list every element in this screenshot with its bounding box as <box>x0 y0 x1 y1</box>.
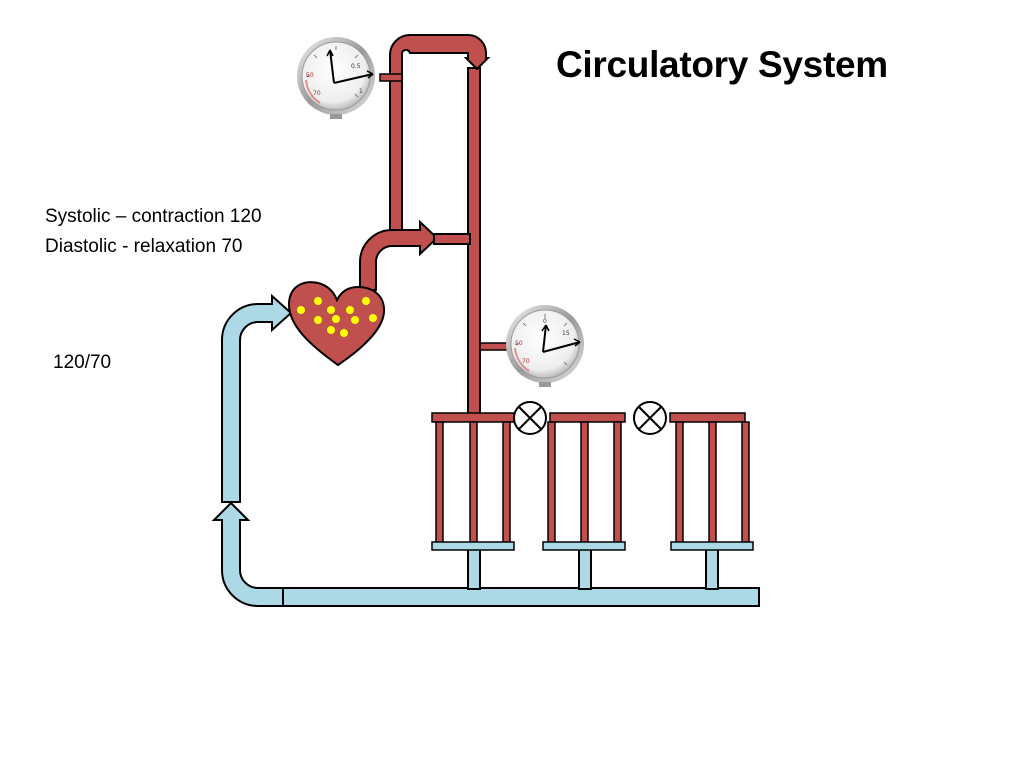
artery-heart-outflow-arrow <box>359 219 439 291</box>
valve-icon-1 <box>513 401 547 435</box>
systolic-note: Systolic – contraction 120 <box>45 206 262 227</box>
artery-top-loop-arrow <box>389 34 491 231</box>
heart-blood-dots <box>297 297 377 337</box>
pressure-gauge-top: 50 0.5 70 1 <box>297 37 375 119</box>
gauge-connector-top <box>379 73 403 82</box>
gauge-connector-lower <box>479 342 509 351</box>
valve-icon-2 <box>633 401 667 435</box>
gauge-top-scale-right: 1 <box>359 88 363 95</box>
vein-elbow-up-arrow <box>211 501 284 607</box>
capillary-bed-1 <box>431 412 515 551</box>
gauge-top-scale-top: 0.5 <box>351 63 361 70</box>
gauge-lower-needle-2 <box>542 341 581 353</box>
gauge-lower-scale-left: 50 <box>515 340 523 347</box>
capillary-bed-2 <box>542 412 626 551</box>
artery-path <box>359 34 509 417</box>
gauge-lower-scale-top: 0 <box>543 318 547 325</box>
vein-connector-2 <box>578 548 592 590</box>
capillary-bed-3 <box>669 412 754 551</box>
gauge-top-needle-2 <box>333 73 374 84</box>
artery-junction <box>433 233 471 245</box>
gauge-top-needle-1 <box>329 49 335 84</box>
vein-connector-3 <box>705 548 719 590</box>
diastolic-note: Diastolic - relaxation 70 <box>45 236 243 257</box>
page-title: Circulatory System <box>556 44 888 85</box>
blood-pressure-reading: 120/70 <box>53 352 112 373</box>
gauge-lower-needle-1 <box>542 324 547 353</box>
gauge-top-scale-bottom-left: 70 <box>313 90 321 97</box>
pressure-gauge-lower: 50 0 15 70 <box>506 305 584 387</box>
gauge-top-scale-left: 50 <box>306 72 314 79</box>
vein-connector-1 <box>467 548 481 590</box>
gauge-lower-scale-right: 15 <box>562 330 570 337</box>
vein-arrow-into-heart <box>221 293 293 503</box>
vein-bottom-bar <box>282 587 760 607</box>
gauge-lower-scale-bottom-left: 70 <box>522 358 530 365</box>
heart-icon <box>287 281 386 367</box>
vein-return-path <box>211 293 760 607</box>
